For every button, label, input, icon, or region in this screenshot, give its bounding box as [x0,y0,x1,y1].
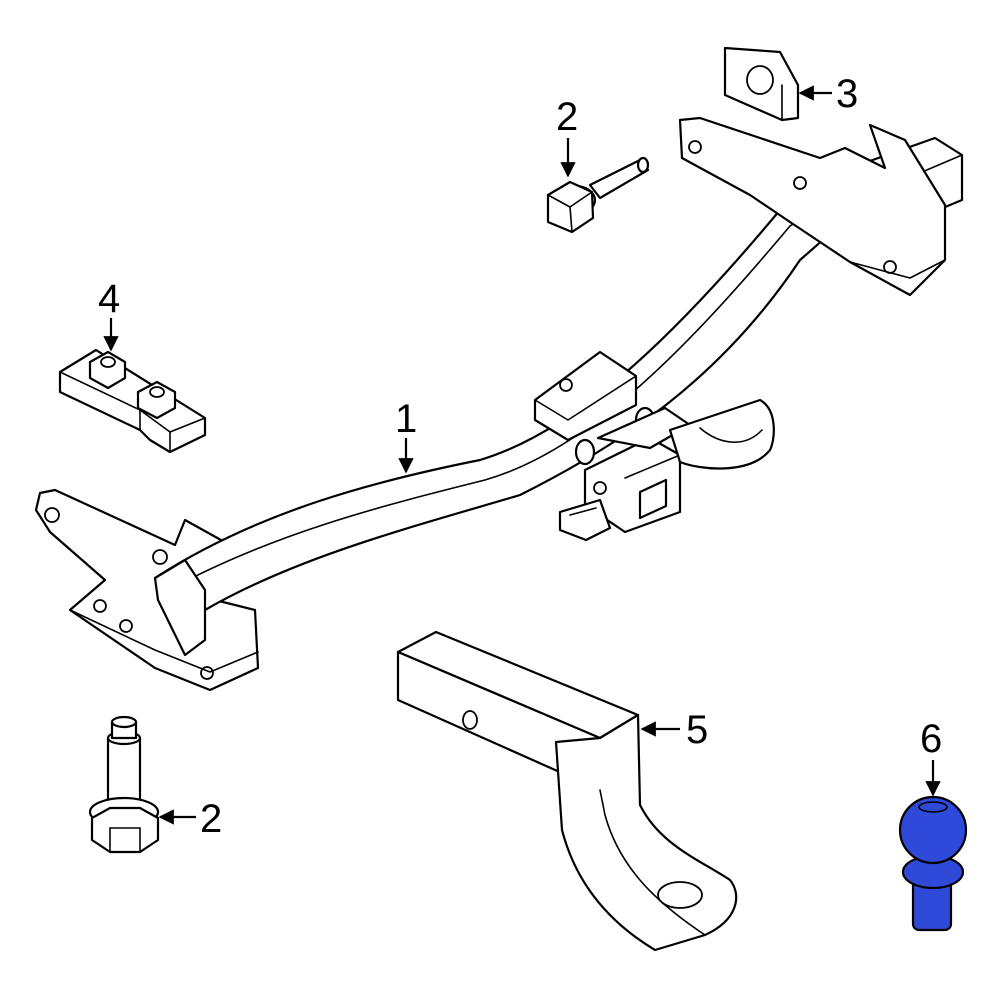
ball-mount[interactable] [396,630,738,952]
hitch-crossmember[interactable] [34,116,964,692]
hitch-ball[interactable] [898,795,968,932]
callout-number-2-upper: 2 [556,95,578,139]
callout-5: 5 [640,708,708,752]
nut-plate[interactable] [58,348,207,454]
callout-6: 6 [920,717,942,797]
callout-4: 4 [98,277,120,352]
callout-number-4: 4 [98,277,120,321]
bolt-lower[interactable] [88,715,160,854]
cage-nut[interactable] [723,46,800,122]
callout-number-3: 3 [836,72,858,116]
bolt-upper[interactable] [546,156,650,234]
callout-3: 3 [798,72,858,116]
callout-number-5: 5 [686,708,708,752]
callout-number-2-lower: 2 [200,797,222,841]
callout-number-6: 6 [920,717,942,761]
callout-1: 1 [395,397,417,474]
callout-number-1: 1 [395,397,417,441]
callout-2-lower: 2 [158,797,222,841]
callout-2-upper: 2 [556,95,578,178]
